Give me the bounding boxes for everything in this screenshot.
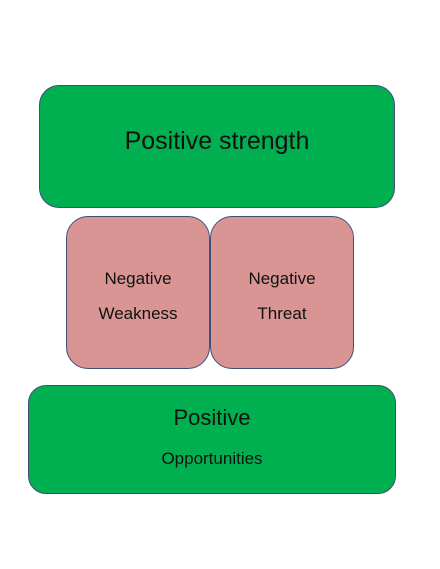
- weakness-label-line2: Weakness: [98, 304, 178, 323]
- opportunities-box: Positive Opportunities: [28, 385, 396, 494]
- strength-label: Positive strength: [124, 127, 310, 155]
- weakness-box: Negative Weakness: [66, 216, 210, 369]
- threat-label-line2: Threat: [257, 304, 307, 323]
- strength-box: Positive strength: [39, 85, 395, 208]
- opportunities-label-line1: Positive: [173, 405, 251, 430]
- threat-label-line1: Negative: [248, 269, 316, 288]
- threat-box: Negative Threat: [210, 216, 354, 369]
- weakness-label-line1: Negative: [104, 269, 172, 288]
- opportunities-label-line2: Opportunities: [161, 449, 263, 468]
